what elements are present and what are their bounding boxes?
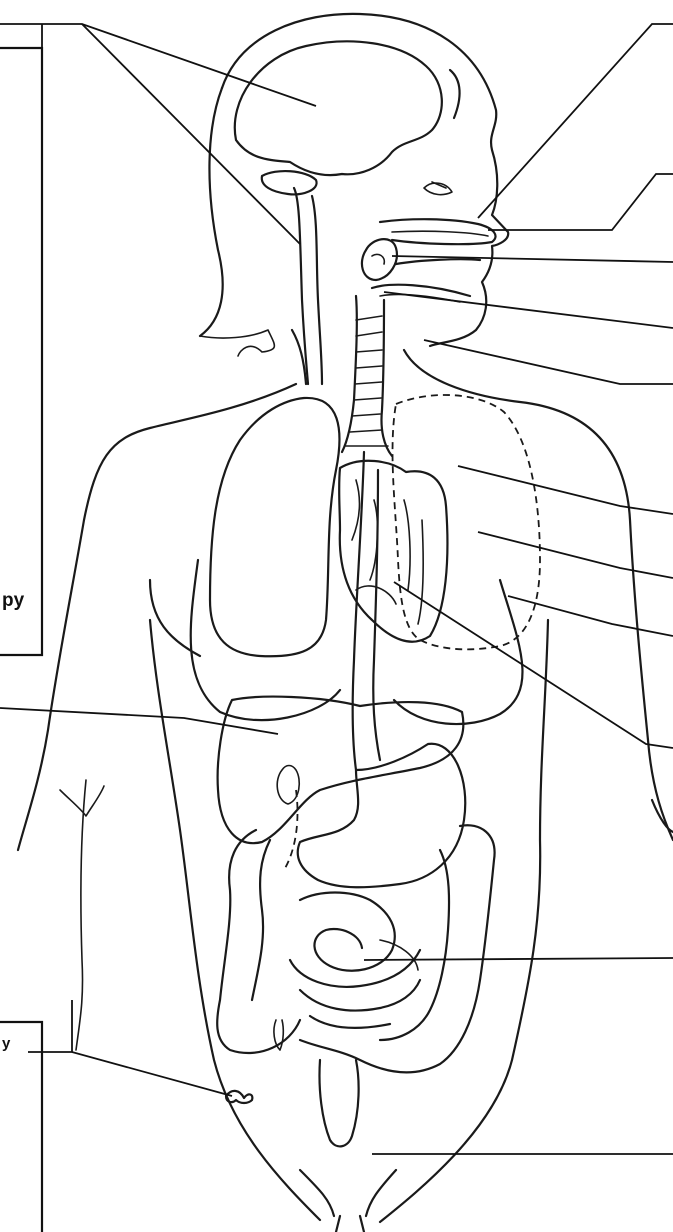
- large-intestine: [217, 825, 494, 1072]
- left-lung: [210, 398, 339, 656]
- head-outline: [200, 14, 508, 384]
- nasal-cavity: [380, 219, 496, 244]
- leader-lines: [0, 24, 673, 1154]
- gallbladder: [277, 766, 299, 871]
- bottom-left-box-label-fragment: y: [2, 1036, 10, 1051]
- brain-organ: [235, 41, 442, 194]
- trachea: [342, 296, 392, 456]
- liver-organ: [218, 697, 464, 844]
- salivary-gland: [362, 239, 397, 280]
- right-lung: [393, 395, 540, 649]
- esophagus: [353, 452, 380, 770]
- left-label-box: [0, 48, 42, 655]
- ovary-mark: [226, 1091, 252, 1103]
- mouth-tongue: [372, 259, 480, 302]
- torso-outline: [18, 350, 673, 1232]
- spinal-cord: [294, 188, 322, 384]
- rectum: [319, 1060, 358, 1146]
- stomach-organ: [298, 744, 466, 888]
- bottom-left-label-box: [0, 1022, 42, 1232]
- left-box-label-fragment: py: [2, 591, 24, 610]
